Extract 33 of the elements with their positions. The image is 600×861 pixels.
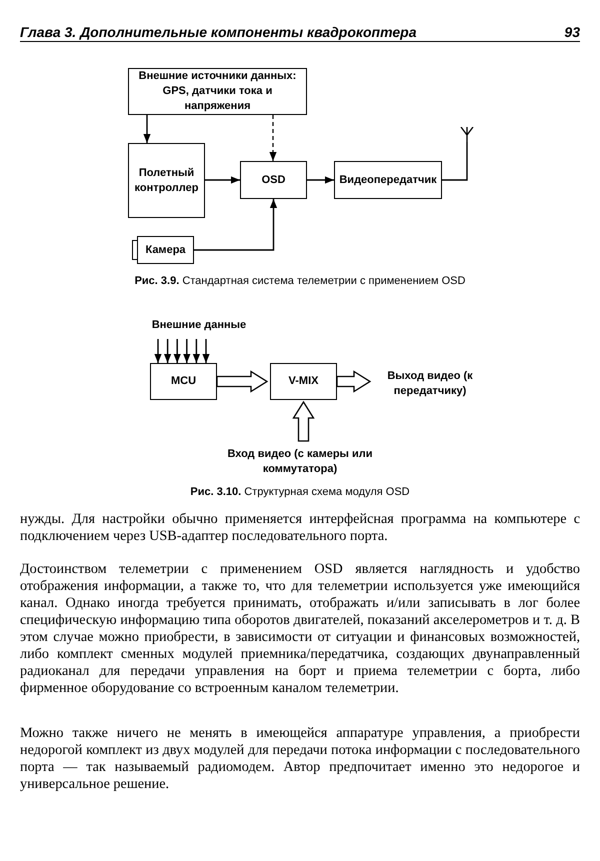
process-box: V-MIX [270, 363, 337, 400]
hollow-arrow [216, 370, 268, 393]
output-label: Выход видео (к передатчику) [374, 366, 486, 402]
body-paragraph: Можно также ничего не менять в имеющейся аппаратуре управления, а приобрести недорогой комплект из двух модулей для передачи потока информации с последовательного порта — так называемый радиомодем. Автор предпочитает именно это недорогое и универсальное решение. [20, 725, 580, 793]
process-box: Внешние источники данных: GPS, датчики тока и напряжения [128, 68, 307, 115]
arrow [183, 339, 190, 363]
arrow [192, 339, 200, 363]
arrow [205, 176, 240, 184]
arrow [307, 176, 334, 184]
arrow [174, 339, 181, 363]
arrow [202, 339, 210, 363]
process-box: MCU [150, 363, 217, 400]
input-label: Внешние данные [138, 317, 260, 334]
figure-caption: Рис. 3.10. Структурная схема модуля OSD [189, 485, 411, 500]
arrow [154, 339, 162, 363]
page-number: 93 [564, 23, 580, 42]
process-box: Полетный контроллер [128, 143, 205, 218]
body-paragraph: Достоинством телеметрии с применением OSD является наглядность и удобство отображения информации, а также то, что для телеметрии используется уже имеющийся канал. Однако иногда требуется принимать, отображать и/или записывать в лог более специфическую информацию типа оборотов двигателей, показаний акселерометров и т. д. В этом случае можно приобрести, в зависимости от ситуации и финансовых возможностей, либо комплект сменных модулей приемника/передатчика, создающих двунаправленный радиоканал для передачи управления на борт и приема телеметрии с борта, либо фирменное оборудование со встроенным каналом телеметрии. [20, 561, 580, 697]
input-label: Вход видео (с камеры или коммутатора) [200, 444, 400, 480]
arrow [194, 199, 278, 251]
camera-box: Камера [137, 236, 194, 264]
arrow [269, 115, 277, 161]
figure-caption: Рис. 3.9. Стандартная система телеметрии с применением OSD [134, 274, 466, 289]
connector-line [442, 142, 468, 181]
running-header: Глава 3. Дополнительные компоненты квадрокоптера [20, 23, 418, 42]
process-box: Видеопередатчик [334, 161, 442, 199]
hollow-arrow [336, 370, 372, 393]
antenna-icon [460, 127, 474, 142]
arrow [164, 339, 172, 363]
arrow [143, 115, 151, 143]
process-box: OSD [240, 161, 307, 199]
hollow-arrow [292, 400, 315, 442]
body-paragraph: нужды. Для настройки обычно применяется интерфейсная программа на компьютере с подключением через USB-адаптер последовательного порта. [20, 511, 580, 545]
